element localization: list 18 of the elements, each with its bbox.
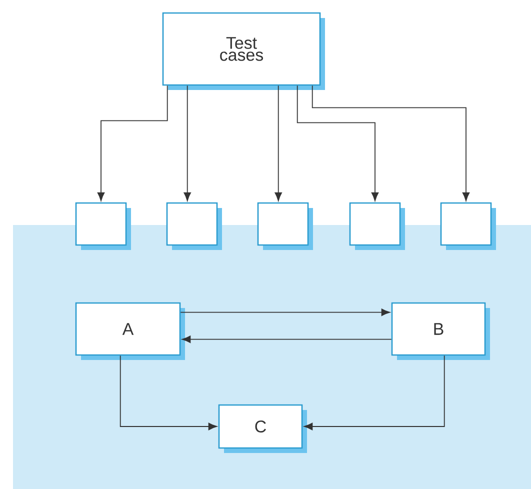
empty-box — [75, 202, 131, 250]
process-box: Test cases — [162, 12, 325, 90]
empty-box — [166, 202, 222, 250]
arrow — [180, 308, 390, 316]
arrow — [182, 336, 392, 343]
process-box: A — [75, 302, 185, 360]
process-box: C — [218, 404, 307, 453]
arrow — [184, 85, 191, 202]
empty-box — [257, 202, 313, 250]
arrow — [120, 355, 218, 430]
arrow — [312, 85, 470, 202]
arrow — [97, 85, 168, 202]
arrow — [304, 355, 445, 430]
process-box: B — [391, 302, 490, 360]
arrow — [296, 85, 379, 202]
empty-box — [440, 202, 496, 250]
empty-box — [349, 202, 405, 250]
arrow — [274, 85, 282, 202]
